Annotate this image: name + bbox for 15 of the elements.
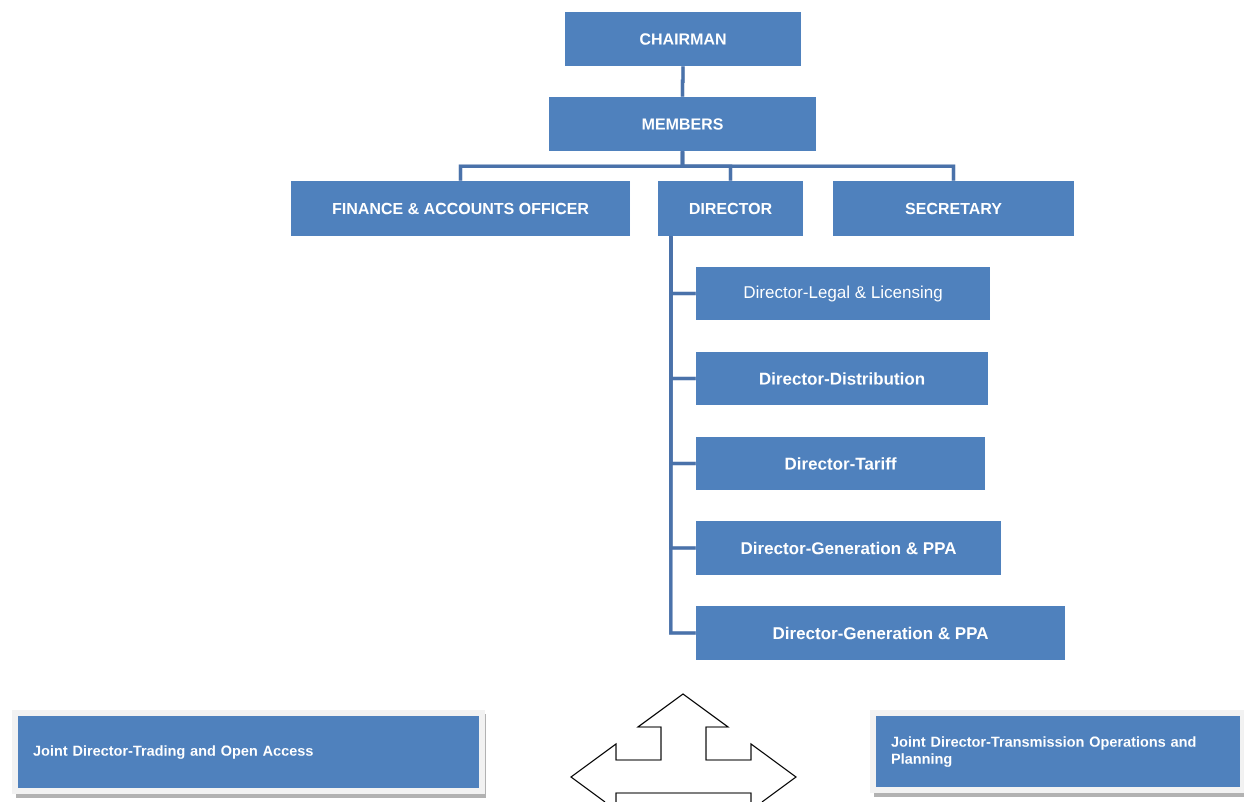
org-box: MEMBERS xyxy=(549,97,816,151)
org-box: CHAIRMAN xyxy=(565,12,801,66)
org-box: Joint Director-Trading and Open Access xyxy=(12,710,486,798)
connector-line xyxy=(669,236,696,635)
org-box: DIRECTOR xyxy=(658,181,803,236)
org-box: Director-Legal & Licensing xyxy=(696,267,990,320)
org-box: Director-Generation & PPA xyxy=(696,606,1065,660)
connector-line xyxy=(680,66,685,97)
org-box: FINANCE & ACCOUNTS OFFICER xyxy=(291,181,630,236)
org-box: Director-Tariff xyxy=(696,437,985,490)
org-box: SECRETARY xyxy=(833,181,1074,236)
org-box: Director-Distribution xyxy=(696,352,988,405)
connector-line xyxy=(680,151,956,181)
org-box: Director-Generation & PPA xyxy=(696,521,1001,575)
org-box: Joint Director-Transmission Operations and Planning xyxy=(870,710,1244,797)
